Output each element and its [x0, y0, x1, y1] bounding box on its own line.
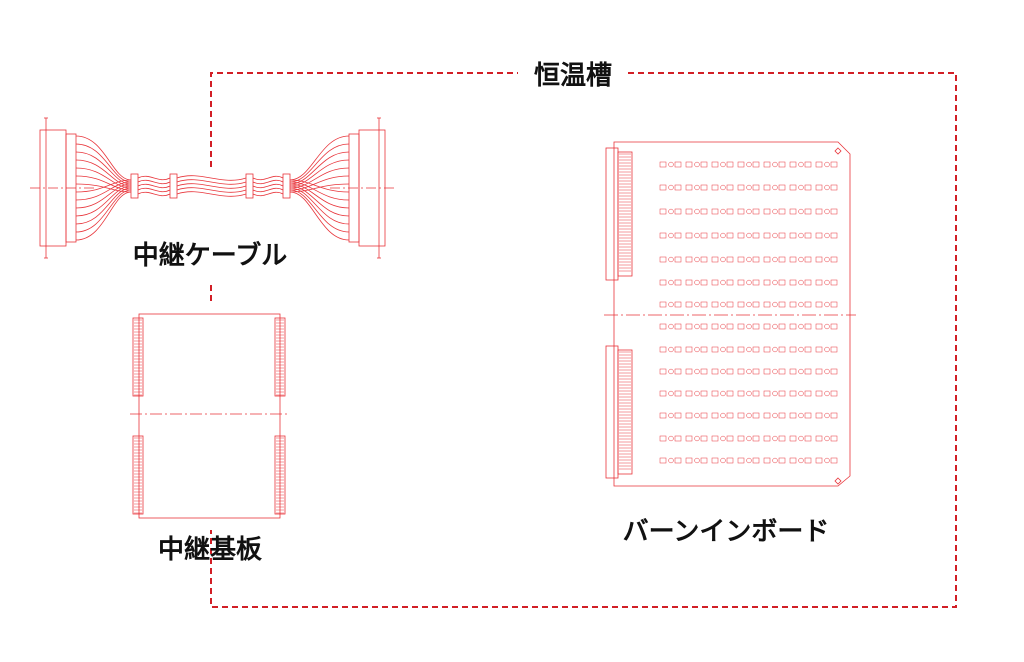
relay-board-drawing: [130, 313, 290, 519]
relay-board-label: 中継基板: [158, 534, 262, 565]
relay-cable-label: 中継ケーブル: [133, 240, 287, 271]
burn-in-board-label: バーンインボード: [623, 517, 830, 547]
chamber-boundary: [210, 72, 957, 608]
chamber-label: 恒温槽: [534, 61, 612, 91]
burn-in-board-drawing: [604, 141, 856, 487]
relay-cable-drawing: [30, 117, 395, 259]
